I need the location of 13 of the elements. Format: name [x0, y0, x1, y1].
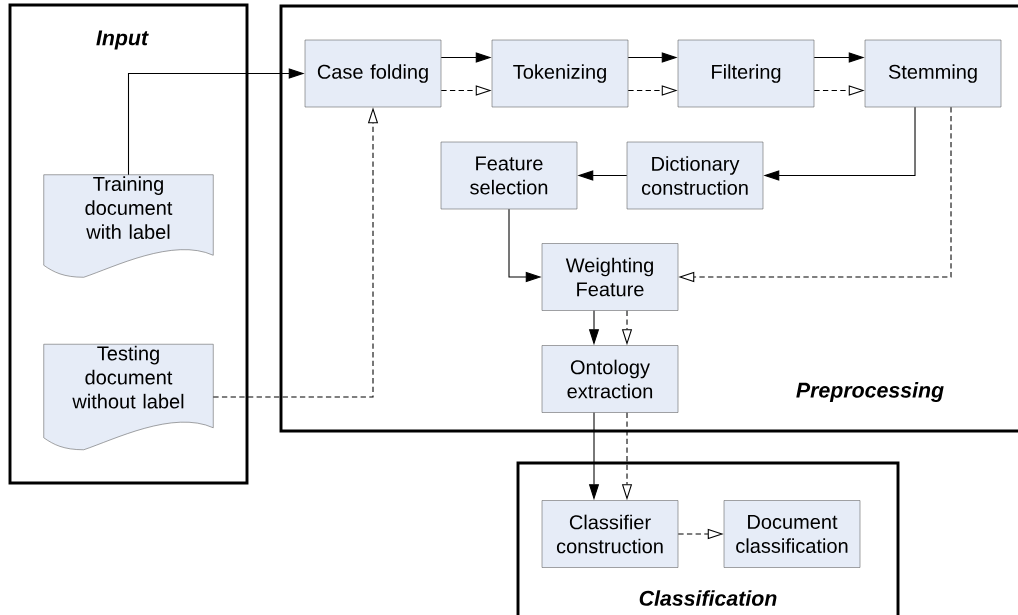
process-box: Filtering — [677, 39, 815, 108]
process-box: Weighting Feature — [541, 243, 679, 311]
process-box: Stemming — [864, 39, 1002, 108]
group-title: Preprocessing — [796, 382, 944, 402]
process-box: Tokenizing — [491, 39, 629, 108]
process-box: Classifier construction — [541, 500, 679, 568]
group-title: Input — [96, 30, 149, 50]
process-box: Ontology extraction — [541, 345, 679, 413]
process-box: Case folding — [304, 39, 442, 108]
process-box: Dictionary construction — [626, 141, 764, 210]
process-box: Document classification — [723, 500, 861, 568]
process-box: Feature selection — [440, 141, 578, 210]
group-title: Classification — [639, 590, 777, 606]
